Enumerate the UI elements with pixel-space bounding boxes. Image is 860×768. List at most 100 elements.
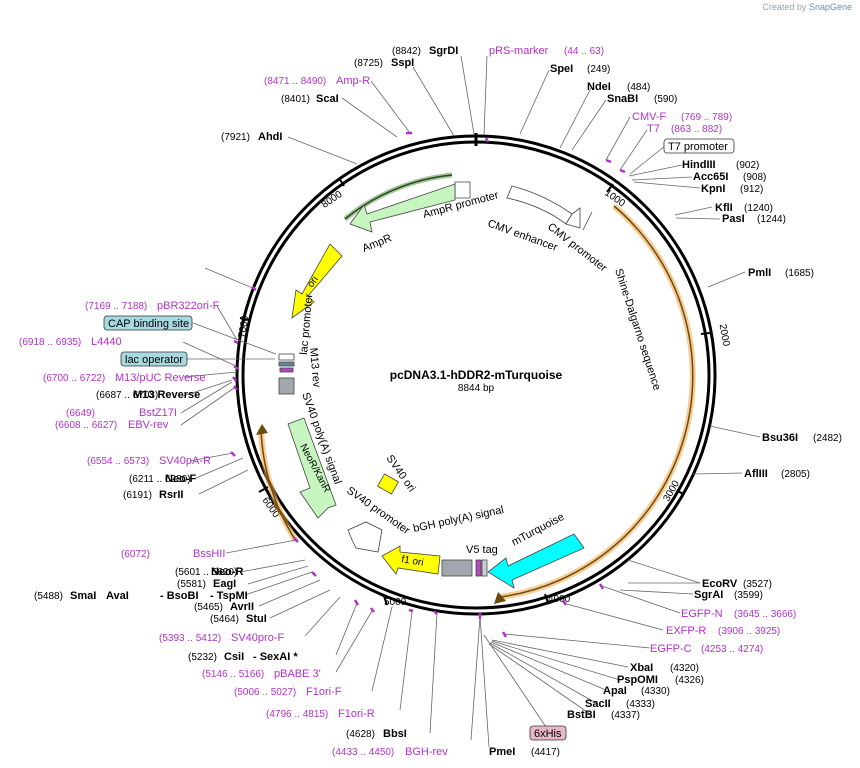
f1ori-r-name: F1ori-R <box>338 708 375 720</box>
bbsi-name: BbsI <box>383 728 407 740</box>
outer-features <box>256 172 696 604</box>
ebv-rev-pos: (6649) <box>66 408 95 419</box>
label-pmli: PmlI (1685) <box>748 267 814 279</box>
hindiii-name: HindIII <box>682 159 716 171</box>
created-by-text: Created by <box>762 2 807 12</box>
ndei-pos: (484) <box>627 82 650 93</box>
label-ampr-primer: (8471 .. 8490) Amp-R <box>264 75 370 87</box>
bsshii-name: RsrII <box>159 489 183 501</box>
ndei-name: NdeI <box>587 81 611 93</box>
plasmid-name: pcDNA3.1-hDDR2-mTurquoise <box>390 368 563 382</box>
mturquoise-arrow <box>487 533 585 589</box>
label-aflii: AflIII (2805) <box>744 468 810 480</box>
aflii-pos: (2805) <box>781 469 810 480</box>
acc65i-name: Acc65I <box>693 171 728 183</box>
egfp-n-name: EGFP-N <box>681 608 723 620</box>
label-ndei: NdeI (484) <box>587 81 650 93</box>
pasi-pos: (1244) <box>757 214 786 225</box>
label-sgrdi: (8842) SgrDI <box>392 45 458 57</box>
site-labels: (8842) SgrDI (8725) SspI (8471 .. 8490) … <box>19 45 842 758</box>
v5-tag-label: V5 tag <box>466 544 498 556</box>
xbai-pos: (4320) <box>670 663 699 674</box>
sgrdi-name: SgrDI <box>429 45 458 57</box>
label-avrii: (5465) AvrII <box>194 601 254 613</box>
pbabe3-pos: (5146 .. 5166) <box>202 669 264 680</box>
egfp-c-pos: (4253 .. 4274) <box>701 644 763 655</box>
t7-pos: (863 .. 882) <box>671 124 722 135</box>
label-sgrai: SgrAI (3599) <box>694 589 763 601</box>
tick-5000: 5000 <box>384 597 407 608</box>
cmv-enhancer-arrow <box>506 185 573 225</box>
smai-pos: (5581) <box>177 579 206 590</box>
label-bsu36i: Bsu36I (2482) <box>762 432 842 444</box>
acc65i-pos: (908) <box>743 172 766 183</box>
label-m13puc-reverse: (6918 .. 6935) L4440 <box>19 336 122 348</box>
sspi-name: SspI <box>391 57 414 69</box>
sgrai-name: SgrAI <box>694 589 723 601</box>
l4440-name: pBR322ori-F <box>157 300 220 312</box>
pmei-pos: (4417) <box>531 747 560 758</box>
snabi-pos: (590) <box>654 94 677 105</box>
label-sspi: (8725) SspI <box>354 57 414 69</box>
label-snabi: SnaBI (590) <box>607 93 677 105</box>
xmai-name: - TspMI <box>210 590 248 602</box>
avrii-name: AvrII <box>230 601 254 613</box>
stui-name: StuI <box>246 613 267 625</box>
label-bstbi: BstBI (4337) <box>567 709 640 721</box>
sv40pa-r-pos: (6608 .. 6627) <box>55 420 117 431</box>
tick-4000: 4000 <box>548 594 571 605</box>
m13-reverse-pos: (6700 .. 6722) <box>43 373 105 384</box>
f1ori-r-pos: (4796 .. 4815) <box>266 709 328 720</box>
label-xbai: XbaI (4320) <box>630 662 699 674</box>
label-pasi: PasI (1244) <box>722 213 786 225</box>
l4440-pos: (7169 .. 7188) <box>85 301 147 312</box>
pmli-pos: (1685) <box>785 268 814 279</box>
label-bbsi: (4628) BbsI <box>346 728 407 740</box>
t7-promoter-label: T7 promoter <box>668 141 728 153</box>
label-f1ori-r: (4796 .. 4815) F1ori-R <box>266 708 375 720</box>
bstz17i-name: M13 Reverse <box>133 389 200 401</box>
sacii-pos: (4333) <box>626 699 655 710</box>
rsrii-name: Neo-F <box>165 473 196 485</box>
avai-pos: (5488) <box>34 591 63 602</box>
tick-2000: 2000 <box>717 323 732 347</box>
label-kfli: KflI (1240) <box>715 202 773 214</box>
label-ecorv: EcoRV (3527) <box>702 578 772 590</box>
pbabe3-name: pBABE 3' <box>274 668 321 680</box>
egfp-c-name: EGFP-C <box>650 643 692 655</box>
label-ebv-rev: (6649) BstZ17I <box>66 407 177 419</box>
label-hindiii: HindIII (902) <box>682 159 759 171</box>
m13-reverse-name: M13/pUC Reverse <box>115 372 205 384</box>
sexai-name: - SexAI * <box>253 651 298 663</box>
neo-f-name: SV40pA-R <box>159 455 211 467</box>
label-t7: T7 (863 .. 882) <box>647 123 722 135</box>
shine-dalgarno-label: Shine-Dalgarno sequence <box>612 267 663 392</box>
lac-operator-label: lac operator <box>125 354 183 366</box>
cmv-promoter-mark <box>582 211 593 231</box>
bsobi-name: AvaI <box>106 590 129 602</box>
pspomi-pos: (4326) <box>675 675 704 686</box>
ampr-primer-name: Amp-R <box>336 75 370 87</box>
label-stui: (5464) StuI <box>210 613 267 625</box>
kpni-name: KpnI <box>701 183 725 195</box>
m13rev-box <box>279 367 294 373</box>
label-spei: SpeI (249) <box>550 63 610 75</box>
bstbi-name: BstBI <box>567 709 596 721</box>
avai-name: SmaI <box>70 590 96 602</box>
sv40-polya-box <box>278 377 295 395</box>
eagi-pos: (5601 .. 5620) <box>175 567 237 578</box>
ampr-primer-pos: (8471 .. 8490) <box>264 76 326 87</box>
sgrai-pos: (3599) <box>734 590 763 601</box>
bsu36i-pos: (2482) <box>813 433 842 444</box>
tspmi-name: - BsoBI <box>160 590 199 602</box>
label-exfp-r: EXFP-R (3906 .. 3925) <box>666 625 780 637</box>
spei-name: SpeI <box>550 63 573 75</box>
neor-arrow <box>287 417 337 519</box>
egfp-n-pos: (3645 .. 3666) <box>734 609 796 620</box>
scai-name: ScaI <box>316 93 339 105</box>
plasmid-length: 8844 bp <box>458 383 495 394</box>
smai-name: EagI <box>213 578 236 590</box>
sacii-name: SacII <box>585 698 611 710</box>
csii-pos: (5232) <box>188 652 217 663</box>
label-pbabe3: (5146 .. 5166) pBABE 3' <box>202 668 321 680</box>
